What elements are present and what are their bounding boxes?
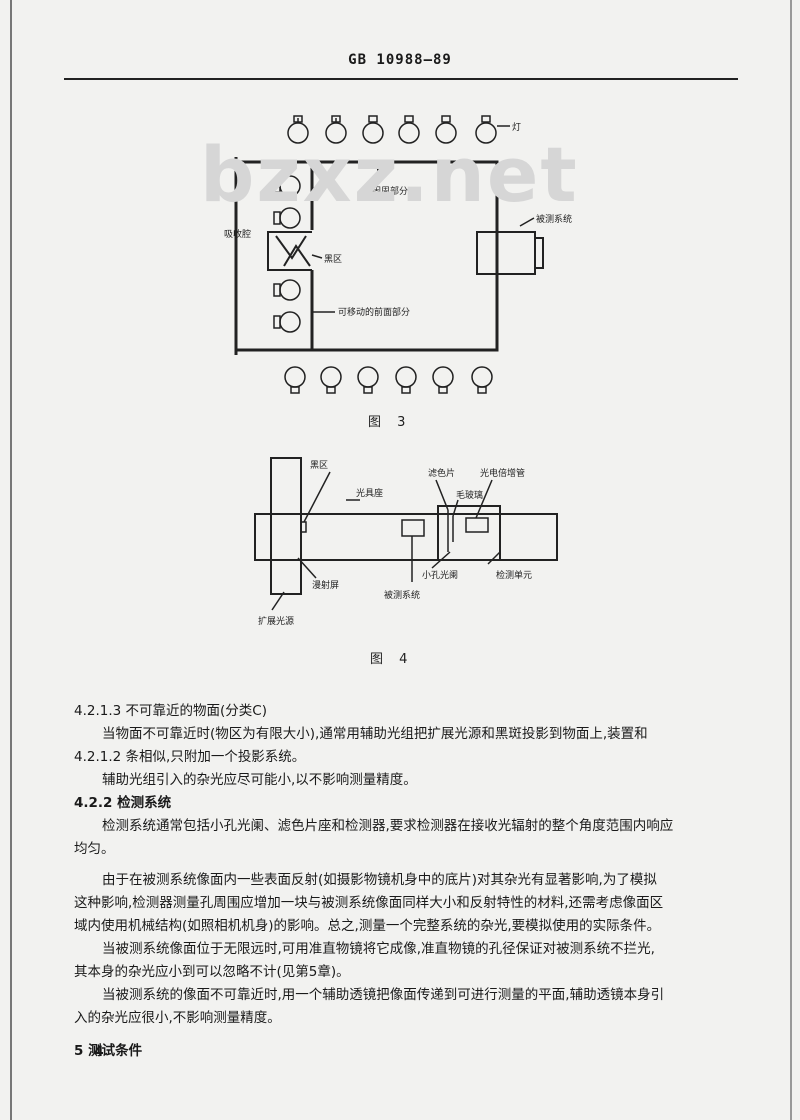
paragraph-line: 当被测系统的像面不可靠近时,用一个辅助透镜把像面传递到可进行测量的平面,辅助透镜… — [102, 987, 665, 1003]
body-text: 4.2.1.3 不可靠近的物面(分类C) 当物面不可靠近时(物区为有限大小),通… — [74, 700, 744, 1063]
paragraph-line: 其本身的杂光应小到可以忽略不计(见第5章)。 — [74, 964, 350, 980]
watermark: bzxz.net — [200, 130, 579, 219]
inner-lamp-icon — [273, 279, 301, 301]
top-lamp-row — [287, 115, 497, 144]
detection-unit — [437, 505, 501, 561]
paragraph-line: 检测系统通常包括小孔光阑、滤色片座和检测器,要求检测器在接收光辐射的整个角度范围… — [102, 818, 674, 834]
lamp-icon — [357, 366, 379, 394]
lamp-icon — [287, 115, 309, 144]
inner-lamp-icon — [273, 207, 301, 229]
section-4-2-1-3-heading: 4.2.1.3 不可靠近的物面(分类C) — [74, 703, 267, 719]
inner-lamp-icon — [273, 175, 301, 197]
label-movable-part: 可移动的前面部分 — [338, 306, 410, 318]
label-extended-source: 扩展光源 — [258, 615, 294, 627]
figure-4-caption: 图 4 — [370, 652, 413, 667]
black-zone-marker — [300, 521, 307, 533]
scan-edge-right — [790, 0, 792, 1120]
system-under-test-box — [476, 231, 544, 275]
optical-bench — [254, 513, 558, 561]
label-absorber: 吸收腔 — [224, 228, 251, 240]
system-under-test-box — [401, 519, 425, 537]
label-system-under-test: 被测系统 — [536, 213, 572, 225]
section-5-heading: 5 测试条件 — [74, 1043, 143, 1059]
page-number: 4 — [94, 1044, 104, 1060]
label-optical-bench: 光具座 — [356, 487, 383, 499]
paragraph-line: 当被测系统像面位于无限远时,可用准直物镜将它成像,准直物镜的孔径保证对被测系统不… — [102, 941, 655, 957]
label-detect-unit: 检测单元 — [496, 569, 532, 581]
standard-header: GB 10988—89 — [348, 52, 452, 68]
enclosure-walls — [234, 157, 499, 355]
lamp-icon — [395, 366, 417, 394]
paragraph-line: 这种影响,检测器测量孔周围应增加一块与被测系统像面同样大小和反射特性的材料,还需… — [74, 895, 664, 911]
lamp-icon — [398, 115, 420, 144]
absorber-cavity — [267, 231, 312, 271]
figure-4: 黑区 滤色片 光电倍增管 光具座 毛玻璃 漫射屏 小孔光阑 检测单元 被测系统 … — [254, 457, 558, 667]
lamp-icon — [432, 366, 454, 394]
lamp-icon — [475, 115, 497, 144]
bottom-lamp-row — [284, 366, 493, 394]
photomultiplier-tube — [465, 517, 489, 533]
label-diffuser: 漫射屏 — [312, 579, 339, 591]
lamp-icon — [284, 366, 306, 394]
paragraph-line: 由于在被测系统像面内一些表面反射(如摄影物镜机身中的底片)对其杂光有显著影响,为… — [102, 872, 657, 888]
label-system-under-test: 被测系统 — [384, 589, 420, 601]
section-4-2-2-heading: 4.2.2 检测系统 — [74, 795, 172, 811]
header-rule — [64, 78, 738, 80]
paragraph-line: 入的杂光应很小,不影响测量精度。 — [74, 1010, 281, 1026]
label-pinhole: 小孔光阑 — [422, 569, 458, 581]
label-fixed-part: 固周部分 — [372, 185, 408, 197]
figure-3: 灯 固周部分 被测系统 吸收腔 黑区 可移动的前面部分 图 3 — [224, 115, 572, 430]
lamp-icon — [325, 115, 347, 144]
label-black-zone: 黑区 — [310, 460, 328, 471]
extended-source — [270, 457, 302, 595]
paragraph-line: 4.2.1.2 条相似,只附加一个投影系统。 — [74, 749, 306, 765]
figure-3-caption: 图 3 — [368, 415, 411, 430]
paragraph-line: 均匀。 — [74, 841, 115, 857]
paragraph-line: 辅助光组引入的杂光应尽可能小,以不影响测量精度。 — [102, 772, 417, 788]
label-lamp: 灯 — [512, 122, 521, 133]
paragraph-line: 当物面不可靠近时(物区为有限大小),通常用辅助光组把扩展光源和黑斑投影到物面上,… — [102, 726, 648, 742]
lamp-icon — [362, 115, 384, 144]
lamp-icon — [471, 366, 493, 394]
paragraph-line: 域内使用机械结构(如照相机机身)的影响。总之,测量一个完整系统的杂光,要模拟使用… — [74, 918, 661, 934]
label-ground-glass: 毛玻璃 — [456, 489, 483, 501]
label-black-zone: 黑区 — [324, 254, 342, 265]
label-filter: 滤色片 — [428, 467, 455, 479]
lamp-icon — [435, 115, 457, 144]
inner-lamp-icon — [273, 311, 301, 333]
lamp-icon — [320, 366, 342, 394]
scan-edge-left — [10, 0, 12, 1120]
label-photomultiplier: 光电倍增管 — [480, 467, 525, 479]
